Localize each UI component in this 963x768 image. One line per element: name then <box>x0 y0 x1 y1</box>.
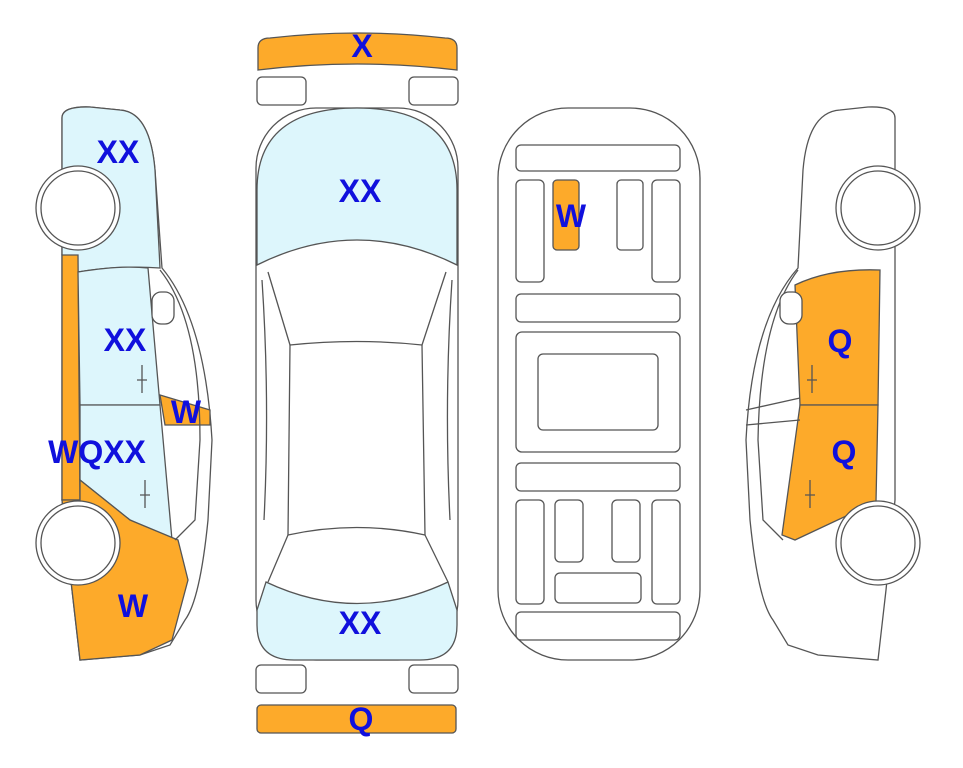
label-left-front-fender: XX <box>97 134 140 170</box>
label-front-bumper: X <box>351 28 373 64</box>
left-side-view: XX XX W WQXX W <box>35 106 213 661</box>
label-left-mirror-strip: W <box>171 394 202 430</box>
label-left-rear-quarter: W <box>118 588 149 624</box>
label-rear-bumper: Q <box>349 701 374 737</box>
underside-view: W <box>497 107 701 661</box>
right-rear-wheel <box>835 500 921 586</box>
label-left-front-door: XX <box>104 322 147 358</box>
left-front-wheel <box>35 165 121 251</box>
left-rear-wheel <box>35 500 121 586</box>
label-hood: XX <box>339 173 382 209</box>
trunk-panel[interactable] <box>256 581 458 661</box>
top-view: X XX XX Q <box>255 28 459 737</box>
hood-panel[interactable] <box>256 107 458 267</box>
rear-bumper[interactable] <box>256 704 457 734</box>
right-rear-door-panel[interactable] <box>781 404 879 541</box>
label-right-rear-door: Q <box>832 434 857 470</box>
label-trunk: XX <box>339 605 382 641</box>
label-left-rear-door: WQXX <box>48 434 146 470</box>
right-front-door-panel[interactable] <box>794 269 881 406</box>
front-bumper[interactable] <box>257 32 458 71</box>
label-right-front-door: Q <box>828 323 853 359</box>
label-underbody: W <box>556 198 587 234</box>
left-mirror-strip[interactable] <box>159 394 211 426</box>
left-front-door-panel[interactable] <box>77 266 161 406</box>
right-side-view: Q Q <box>745 106 921 661</box>
right-front-wheel <box>835 165 921 251</box>
underbody-panel[interactable] <box>552 179 580 251</box>
